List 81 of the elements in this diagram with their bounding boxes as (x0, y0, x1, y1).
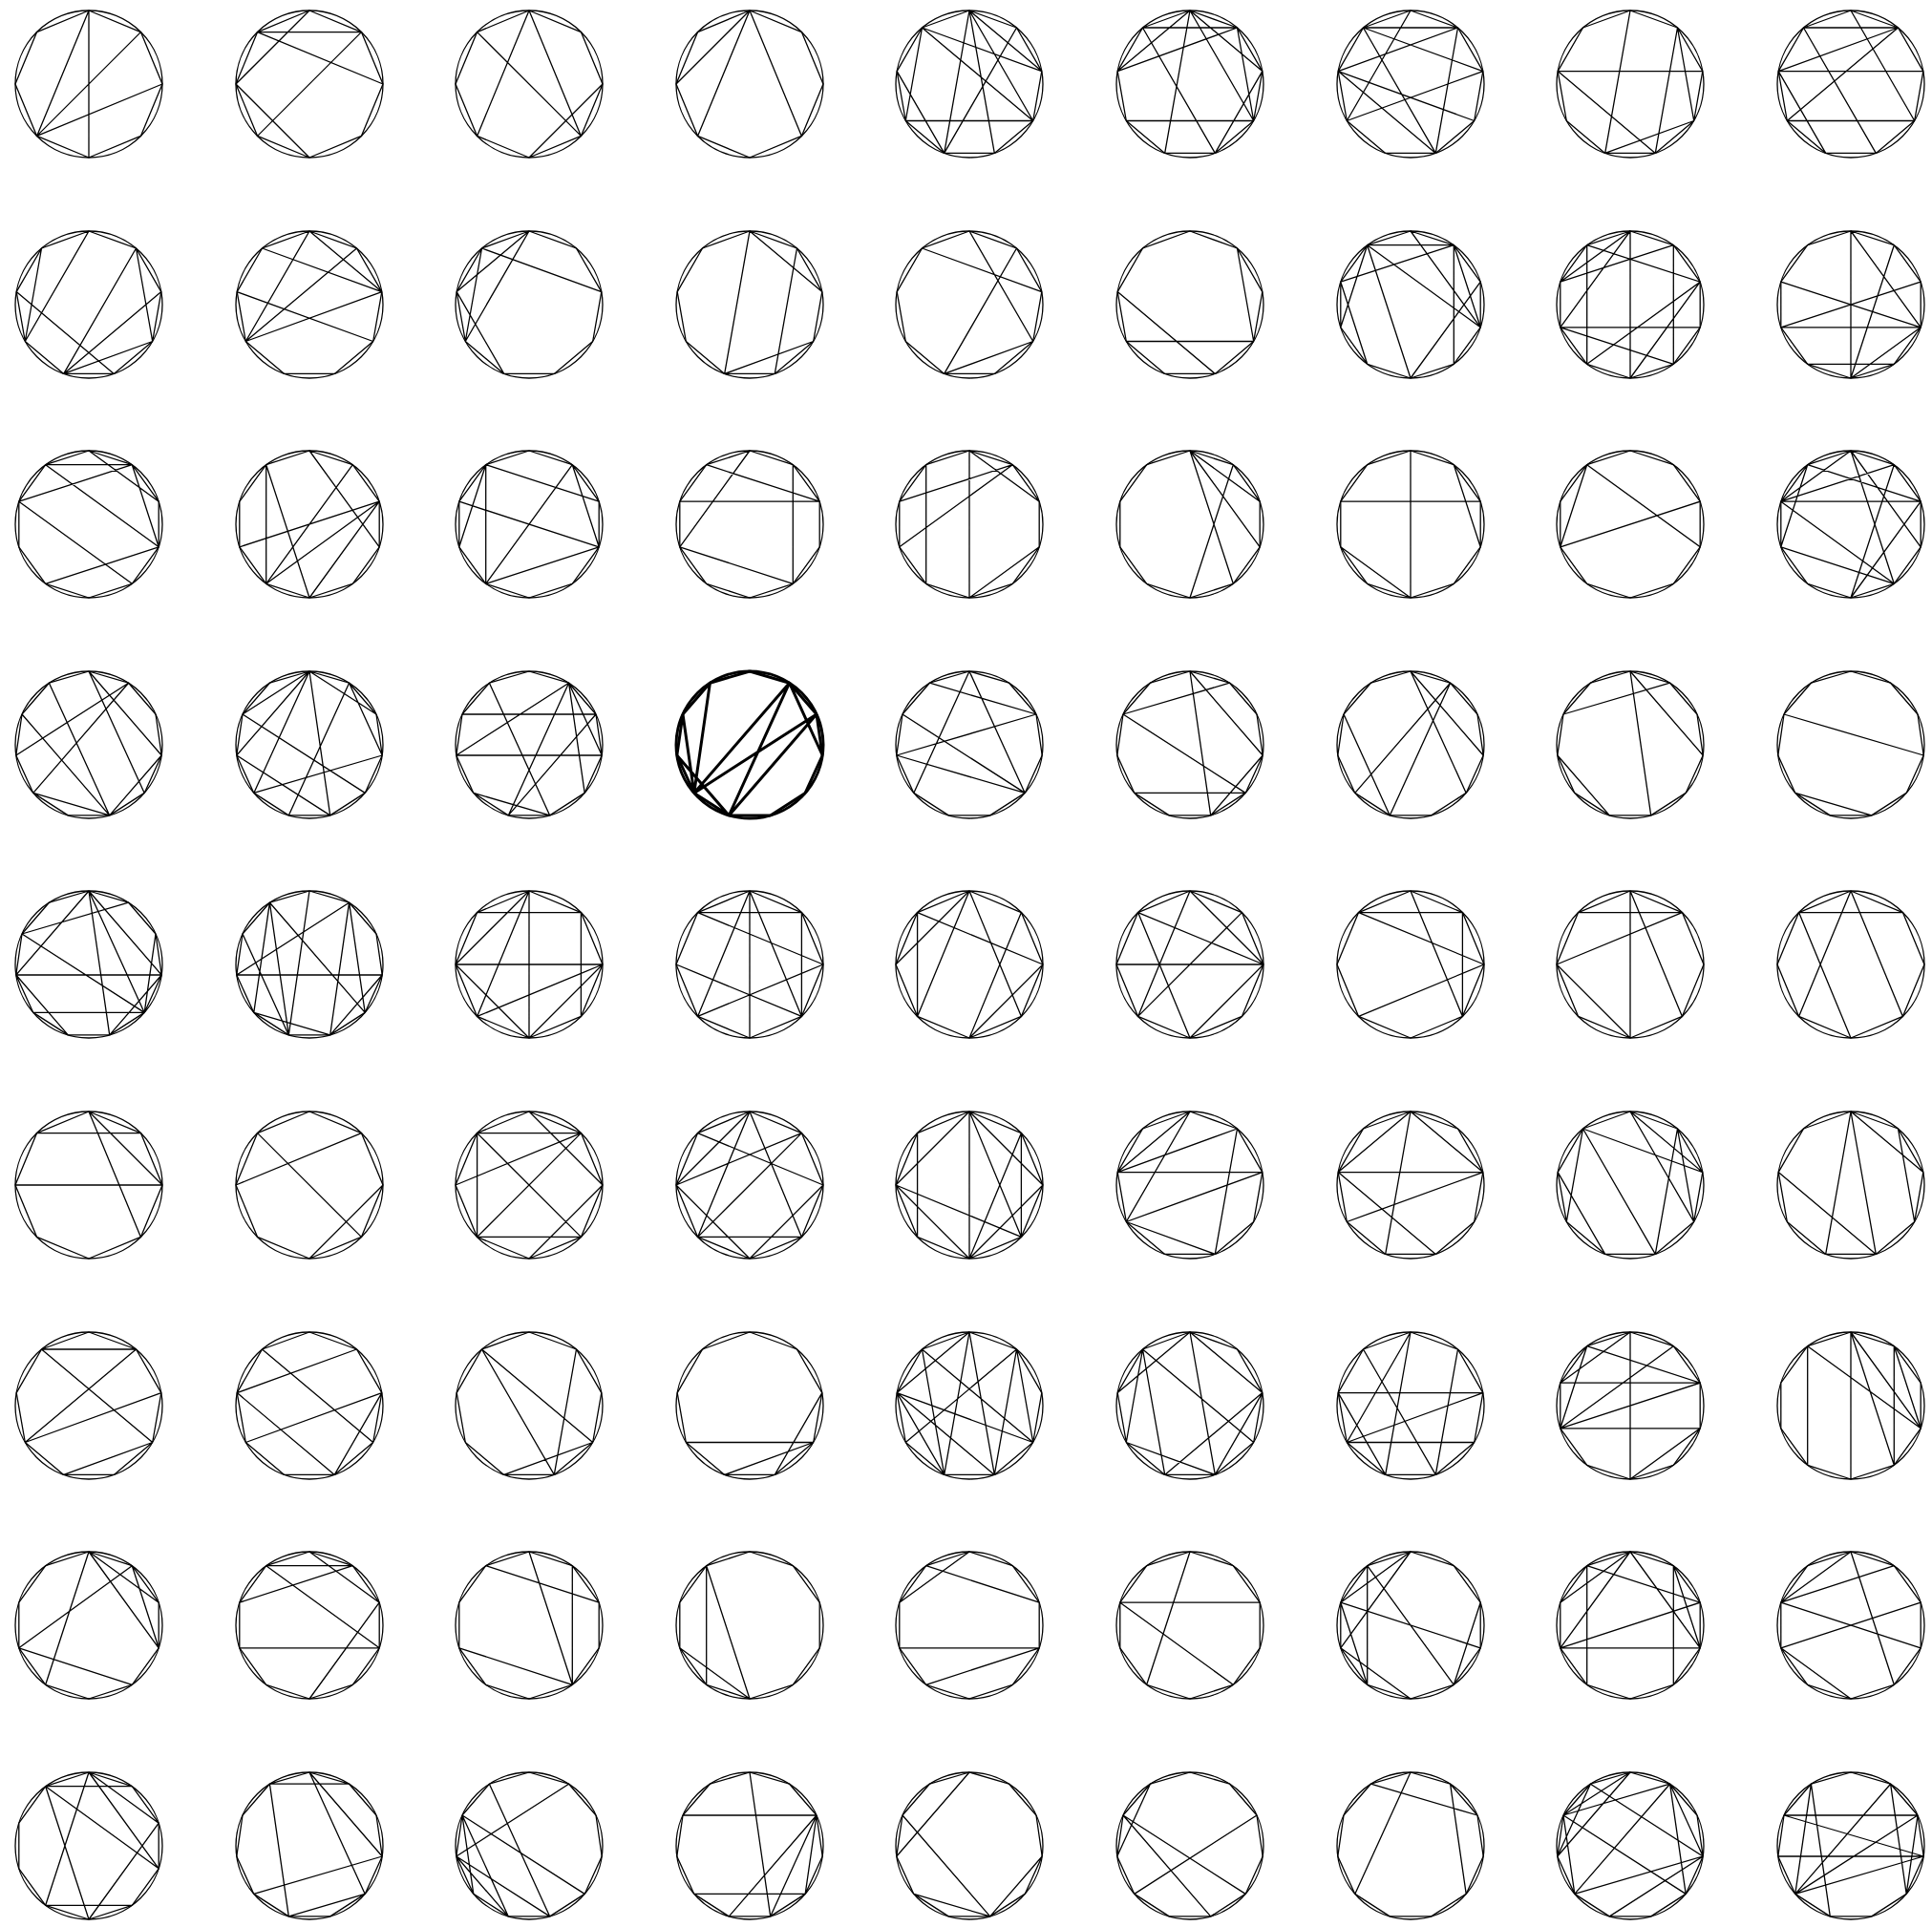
chord-diagram-drawing (1554, 1768, 1708, 1922)
chord-diagram-drawing (893, 227, 1047, 381)
chord-diagram-drawing (453, 448, 606, 602)
chord-diagram-drawing (12, 888, 165, 1042)
chord-diagram-drawing (232, 667, 386, 821)
chord-diagram-drawing (893, 1109, 1047, 1261)
chord-diagram-drawing (232, 1549, 386, 1703)
chord-diagram-drawing (1554, 8, 1708, 160)
chord-diagram-drawing (1773, 1328, 1927, 1482)
chord-diagram-drawing (232, 448, 386, 602)
chord-diagram-drawing (453, 1768, 606, 1922)
chord-diagram-drawing (1773, 227, 1927, 381)
chord-diagram-drawing (453, 1109, 606, 1261)
chord-diagram-drawing (12, 1328, 165, 1482)
chord-diagram-drawing (12, 8, 165, 160)
chord-diagram-drawing (232, 8, 386, 160)
chord-diagram-drawing (1554, 1109, 1708, 1261)
chord-diagram-drawing (1333, 1549, 1487, 1703)
chord-diagram-drawing (1554, 1328, 1708, 1482)
chord-diagram-drawing (232, 1768, 386, 1922)
chord-diagram-drawing (453, 888, 606, 1042)
chord-diagram-drawing (232, 1109, 386, 1261)
chord-diagram-drawing (672, 448, 826, 602)
chord-diagram-drawing (1773, 667, 1927, 821)
chord-diagram-drawing (1114, 1328, 1266, 1482)
chord-diagram-drawing (1554, 667, 1708, 821)
chord-diagram-drawing (453, 1328, 606, 1482)
chord-diagram-drawing (232, 227, 386, 381)
chord-diagram-drawing (1114, 888, 1266, 1042)
chord-diagram-drawing (1554, 227, 1708, 381)
chord-diagram-drawing (1773, 888, 1927, 1042)
chord-diagram-drawing (1773, 1109, 1927, 1261)
chord-diagram-drawing (893, 1549, 1047, 1703)
chord-diagram-drawing (453, 667, 606, 821)
chord-diagram-drawing (1114, 667, 1266, 821)
chord-diagram-drawing (1773, 1768, 1927, 1922)
chord-diagram-drawing (12, 1549, 165, 1703)
chord-diagram-drawing (1333, 667, 1487, 821)
chord-diagram-drawing (1114, 8, 1266, 160)
chord-diagram-drawing (1114, 1549, 1266, 1703)
chord-diagram-drawing (672, 1549, 826, 1703)
chord-diagram-drawing (1333, 448, 1487, 602)
chord-diagram-drawing (232, 888, 386, 1042)
chord-diagram-drawing (1333, 227, 1487, 381)
chord-diagram-drawing (1114, 227, 1266, 381)
chord-diagram-drawing (893, 1768, 1047, 1922)
chord-diagram-drawing (453, 8, 606, 160)
chord-diagram-drawing (1773, 1549, 1927, 1703)
chord-diagram-drawing (893, 1328, 1047, 1482)
chord-diagram-drawing (893, 888, 1047, 1042)
chord-diagram-drawing (12, 227, 165, 381)
chord-diagram-drawing (1114, 1109, 1266, 1261)
chord-diagram-drawing (893, 448, 1047, 602)
chord-diagram-drawing (1333, 1328, 1487, 1482)
chord-diagram-drawing (1114, 448, 1266, 602)
chord-diagram-drawing (1554, 448, 1708, 602)
chord-diagram-drawing (12, 1768, 165, 1922)
chord-diagram-drawing (672, 888, 826, 1042)
chord-diagram-drawing (453, 1549, 606, 1703)
chord-diagram-drawing (1773, 448, 1927, 602)
chord-diagram-drawing (1333, 888, 1487, 1042)
chord-diagram-drawing (1333, 1768, 1487, 1922)
chord-diagram-drawing (1333, 8, 1487, 160)
chord-diagram-drawing (232, 1328, 386, 1482)
chord-diagram-drawing (1114, 1768, 1266, 1922)
chord-diagram-drawing (12, 448, 165, 602)
chord-diagram-drawing (672, 1768, 826, 1922)
chord-diagram-drawing (672, 227, 826, 381)
chord-diagram-drawing (672, 1109, 826, 1261)
chord-diagram-drawing (672, 667, 826, 821)
chord-diagram-drawing (672, 8, 826, 160)
chord-diagram-drawing (893, 667, 1047, 821)
chord-diagram-drawing (12, 1109, 165, 1261)
chord-diagram-drawing (1554, 1549, 1708, 1703)
chord-diagram-drawing (453, 227, 606, 381)
chord-diagram-drawing (672, 1328, 826, 1482)
chord-diagram-drawing (1333, 1109, 1487, 1261)
chord-diagram-drawing (12, 667, 165, 821)
chord-diagram-drawing (893, 8, 1047, 160)
chord-diagram-drawing (1773, 8, 1927, 160)
chord-diagram-drawing (1554, 888, 1708, 1042)
